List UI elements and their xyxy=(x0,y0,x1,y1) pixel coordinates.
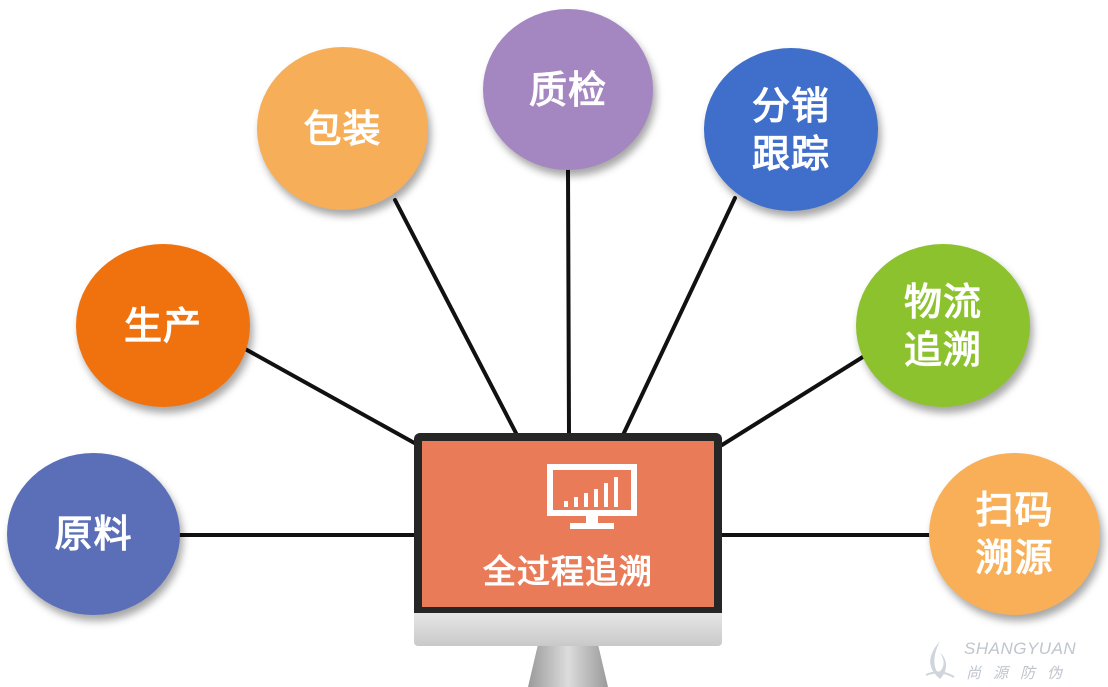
node-label: 原料 xyxy=(54,512,133,556)
watermark-logo: SHANGYUAN 尚源防伪 xyxy=(920,635,1106,685)
connector-qc xyxy=(566,168,571,437)
connector-produce xyxy=(236,343,420,447)
brand-name-en: SHANGYUAN xyxy=(964,639,1077,658)
monitor-stand xyxy=(528,646,608,687)
node-production: 生产 xyxy=(76,244,250,407)
node-packaging: 包装 xyxy=(257,47,428,210)
monitor: 全过程追溯 xyxy=(414,433,722,613)
logo-mark-icon xyxy=(925,641,955,679)
connector-package xyxy=(393,198,519,437)
node-label: 包装 xyxy=(303,106,382,151)
node-label: 物流追溯 xyxy=(903,279,982,372)
node-logistics-tracing: 物流追溯 xyxy=(856,244,1030,407)
brand-name-cn: 尚源防伪 xyxy=(966,664,1075,682)
connector-logistics xyxy=(720,353,868,447)
node-quality-inspection: 质检 xyxy=(483,9,653,170)
monitor-chart-icon xyxy=(547,464,637,529)
node-distribution-tracking: 分销跟踪 xyxy=(704,48,878,211)
node-label: 扫码溯源 xyxy=(975,488,1054,580)
connector-dist xyxy=(621,196,737,437)
node-label: 分销跟踪 xyxy=(751,83,830,176)
node-label: 质检 xyxy=(528,67,607,112)
monitor-screen: 全过程追溯 xyxy=(422,441,714,607)
monitor-chin xyxy=(414,613,722,646)
node-scan-tracing: 扫码溯源 xyxy=(929,453,1100,615)
node-label: 生产 xyxy=(123,303,202,348)
center-label: 全过程追溯 xyxy=(483,552,653,591)
node-raw-materials: 原料 xyxy=(7,453,180,615)
